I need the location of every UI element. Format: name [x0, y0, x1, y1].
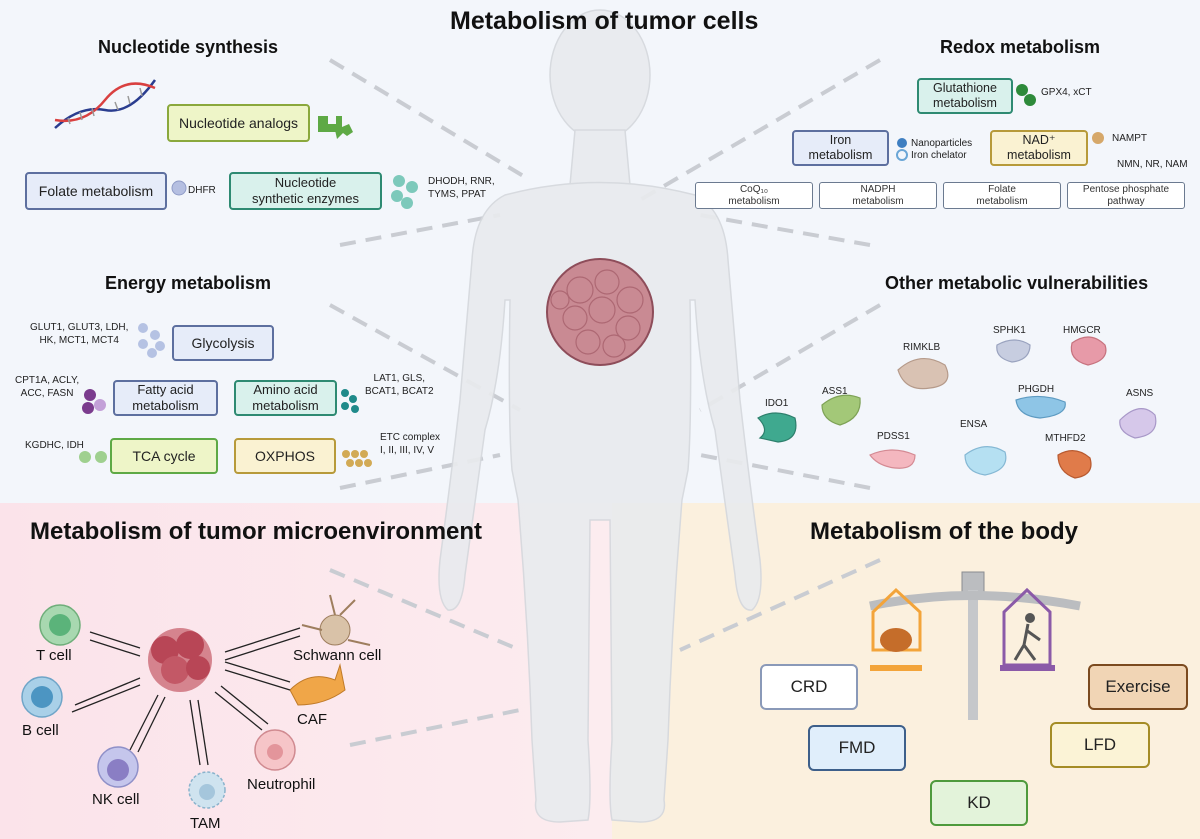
fatty-line2: metabolism [132, 398, 199, 413]
folate-metabolism-box: Folate metabolism [25, 172, 167, 210]
fatty-line1: Fatty acid [137, 382, 194, 398]
glycolysis-box: Glycolysis [172, 325, 274, 361]
fmd-box: FMD [808, 725, 906, 771]
nad-box: NAD⁺ metabolism [990, 130, 1088, 166]
protein-phgdh: PHGDH [1018, 384, 1055, 395]
tme-panel [0, 503, 612, 839]
nucleotide-title: Nucleotide synthesis [98, 37, 279, 57]
lfd-box: LFD [1050, 722, 1150, 768]
cpt-label: CPT1A, ACLY, ACC, FASN [15, 375, 79, 400]
amino-line2: metabolism [252, 398, 319, 413]
coq-line1: CoQ₁₀ [739, 184, 769, 195]
nad-line1: NAD⁺ [1022, 133, 1056, 147]
other-title: Other metabolic vulnerabilities [885, 273, 1149, 293]
protein-sphk1: SPHK1 [993, 325, 1026, 336]
nampt-label: NAMPT [1112, 133, 1147, 144]
enzymes-line1: Nucleotide [274, 175, 337, 191]
glutathione-box: Glutathione metabolism [917, 78, 1013, 114]
cpt-line2: ACC, FASN [20, 387, 74, 399]
amino-line1: Amino acid [253, 382, 318, 398]
molecule-dots [79, 84, 1104, 467]
body-title: Metabolism of the body [810, 518, 1079, 545]
energy-title: Energy metabolism [105, 273, 272, 293]
protein-ass1: ASS1 [822, 386, 848, 397]
nadph-line2: metabolism [852, 195, 904, 207]
amino-acid-box: Amino acid metabolism [234, 380, 337, 416]
kd-box: KD [930, 780, 1028, 826]
lat-line2: BCAT1, BCAT2 [365, 385, 434, 397]
enzyme-targets-label: DHODH, RNR, TYMS, PPAT [428, 176, 495, 201]
redox-folate-box: Folate metabolism [943, 182, 1061, 209]
b-cell-label: B cell [22, 722, 59, 739]
oxphos-box: OXPHOS [234, 438, 336, 474]
iron-chelator-label: Iron chelator [911, 150, 967, 161]
dhfr-label: DHFR [188, 185, 216, 196]
etc-line1: ETC complex [380, 432, 441, 443]
tme-title: Metabolism of tumor microenvironment [30, 518, 483, 545]
glutathione-line1: Glutathione [933, 81, 997, 95]
etc-label: ETC complex I, II, III, IV, V [380, 432, 440, 457]
kgdhc-label: KGDHC, IDH [25, 440, 84, 451]
nad-line2: metabolism [1007, 148, 1071, 162]
fatty-acid-box: Fatty acid metabolism [113, 380, 218, 416]
iron-box: Iron metabolism [792, 130, 889, 166]
etc-line2: I, II, III, IV, V [380, 444, 435, 456]
nucleotide-analogs-box: Nucleotide analogs [167, 104, 310, 142]
ppp-box: Pentose phosphate pathway [1067, 182, 1185, 209]
tme-cells [21, 594, 371, 809]
nucleotide-analog-icon [318, 116, 353, 139]
protein-asns: ASNS [1126, 388, 1154, 399]
dna-helix-icon [54, 79, 157, 129]
coq-line2: metabolism [728, 195, 780, 207]
schwann-cell-label: Schwann cell [293, 647, 382, 664]
lat-line1: LAT1, GLS, [373, 373, 426, 384]
tca-box: TCA cycle [110, 438, 218, 474]
coq10-box: CoQ₁₀ metabolism [695, 182, 813, 209]
redox-folate-line2: metabolism [976, 195, 1028, 207]
nadph-line1: NADPH [860, 184, 896, 195]
balance-scale-icon [869, 571, 1081, 720]
tumor-mass [546, 258, 654, 366]
glut-line1: GLUT1, GLUT3, LDH, [30, 322, 129, 333]
crd-box: CRD [760, 664, 858, 710]
cpt-line1: CPT1A, ACLY, [15, 375, 80, 386]
protein-ensa: ENSA [960, 419, 988, 430]
nmn-label: NMN, NR, NAM [1117, 159, 1188, 170]
t-cell-label: T cell [36, 647, 72, 664]
protein-ido1: IDO1 [765, 398, 789, 409]
protein-blobs [757, 336, 1157, 479]
iron-line2: metabolism [808, 148, 873, 162]
caf-label: CAF [297, 711, 327, 728]
glutathione-line2: metabolism [933, 96, 997, 110]
nanoparticles-label: Nanoparticles [911, 138, 973, 149]
enzyme-targets-line1: DHODH, RNR, [428, 176, 495, 187]
protein-mthfd2: MTHFD2 [1045, 433, 1086, 444]
ppp-line2: pathway [1107, 195, 1145, 207]
protein-rimklb: RIMKLB [903, 342, 941, 353]
lat-label: LAT1, GLS, BCAT1, BCAT2 [365, 373, 434, 398]
nadph-box: NADPH metabolism [819, 182, 937, 209]
nucleotide-enzymes-box: Nucleotide synthetic enzymes [229, 172, 382, 210]
enzyme-targets-line2: TYMS, PPAT [428, 188, 486, 200]
iron-line1: Iron [829, 133, 852, 147]
main-title: Metabolism of tumor cells [450, 7, 759, 35]
gpx4-label: GPX4, xCT [1041, 87, 1092, 98]
redox-title: Redox metabolism [940, 37, 1101, 57]
tam-label: TAM [190, 815, 221, 832]
protein-pdss1: PDSS1 [877, 431, 910, 442]
neutrophil-label: Neutrophil [247, 776, 316, 793]
enzymes-line2: synthetic enzymes [252, 191, 359, 206]
exercise-box: Exercise [1088, 664, 1188, 710]
glut-line2: HK, MCT1, MCT4 [39, 334, 119, 346]
ppp-line1: Pentose phosphate [1082, 184, 1170, 195]
protein-hmgcr: HMGCR [1063, 325, 1101, 336]
redox-folate-line1: Folate [988, 184, 1016, 195]
nk-cell-label: NK cell [92, 791, 140, 808]
glut-label: GLUT1, GLUT3, LDH, HK, MCT1, MCT4 [30, 322, 128, 347]
